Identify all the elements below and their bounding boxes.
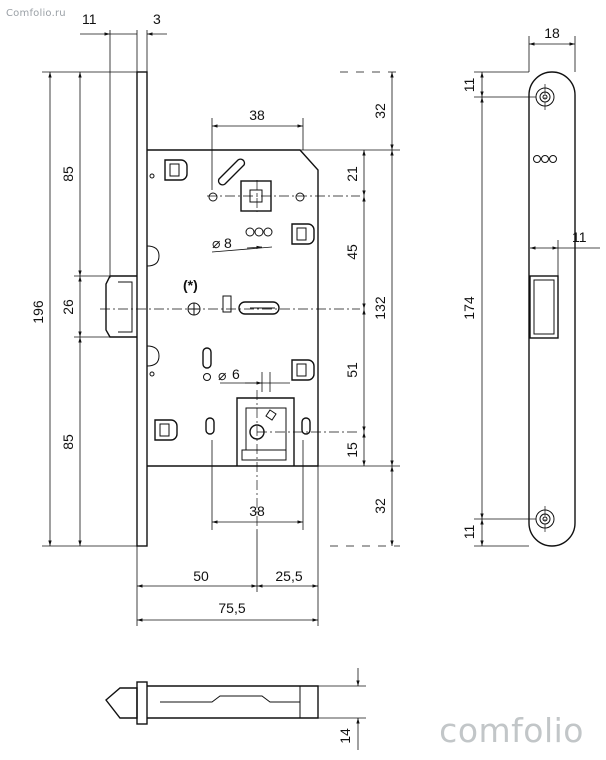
dim-label-hole-8: 8: [224, 235, 232, 251]
diameter-symbol-6: ⌀: [218, 367, 226, 383]
dim-label-14: 14: [337, 728, 353, 744]
dim-label-132: 132: [372, 296, 388, 320]
lock-body: [147, 149, 319, 467]
bolt-view: [105, 681, 319, 725]
dim-label-38-bottom: 38: [249, 503, 265, 519]
front-view: [100, 71, 360, 547]
dim-label-75-5: 75,5: [218, 600, 245, 616]
watermark-bottom: comfolio: [439, 711, 584, 750]
dim-label-15: 15: [344, 442, 360, 458]
latch-bolt: [105, 275, 137, 338]
dim-label-hole-6: 6: [232, 366, 240, 382]
bolt-dimensions: 14: [318, 668, 366, 750]
dim-label-side-11-bottom: 11: [461, 525, 477, 540]
dim-label-85-top: 85: [60, 166, 76, 182]
cylinder-screw: [187, 295, 280, 316]
dim-label-85-bottom: 85: [60, 434, 76, 450]
dim-label-21: 21: [344, 166, 360, 182]
dim-label-top-3: 3: [153, 11, 161, 27]
dim-label-side-11-top: 11: [461, 78, 477, 93]
side-dimensions: 18 11 174 11 11: [461, 25, 600, 547]
bolt-body: [147, 685, 319, 719]
bolt-tip: [105, 687, 138, 719]
diameter-symbol-8: ⌀: [212, 235, 220, 251]
dim-label-196: 196: [30, 300, 46, 324]
front-dimensions: 11 3 196 85 26 85 38 38 32 132: [30, 11, 400, 626]
upper-spindle-hub: [208, 158, 305, 212]
dim-label-32-bottom: 32: [372, 498, 388, 514]
dim-label-174: 174: [461, 296, 477, 320]
brand-logo-front: [245, 227, 273, 237]
watermark-top: Comfolio.ru: [6, 8, 66, 19]
dim-label-26: 26: [60, 299, 76, 315]
side-view: [528, 71, 576, 547]
dim-label-latch-11: 11: [572, 229, 587, 245]
dim-label-51: 51: [344, 362, 360, 378]
dim-label-top-11: 11: [82, 11, 97, 27]
dim-label-38-top: 38: [249, 107, 265, 123]
dim-label-32-top: 32: [372, 103, 388, 119]
dim-label-50: 50: [193, 568, 209, 584]
asterisk-note: (*): [183, 277, 198, 293]
dim-label-18: 18: [544, 25, 560, 41]
bolt-flange: [136, 681, 148, 725]
dim-label-45: 45: [344, 244, 360, 260]
strike-plate: [528, 71, 576, 547]
dim-label-25-5: 25,5: [275, 568, 302, 584]
mounting-lugs: [154, 159, 315, 441]
brand-logo-side: [533, 155, 557, 163]
latch-window: [529, 275, 559, 339]
